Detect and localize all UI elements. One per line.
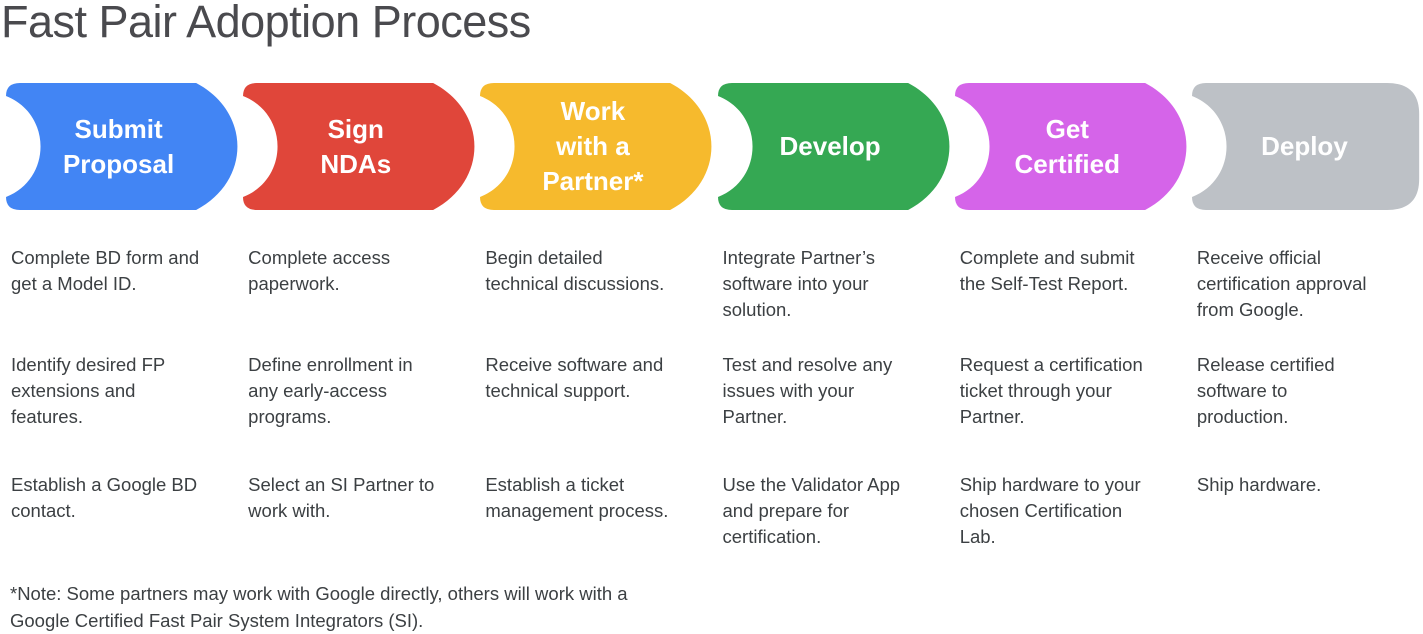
step-text: Complete and submit the Self-Test Report… — [959, 247, 1135, 294]
stage-steps: Complete BD form and get a Model ID. Iden… — [0, 245, 237, 524]
stage-label: Get Certified — [1014, 113, 1120, 179]
step-text: Establish a Google BD contact. — [11, 474, 198, 521]
stage-label: Deploy — [1261, 131, 1348, 161]
stage-shape — [6, 83, 238, 210]
step-text: Define enrollment in any early-access pr… — [248, 354, 413, 427]
step-text: Use the Validator App and prepare for ce… — [722, 474, 901, 547]
stage-shape — [480, 83, 712, 210]
stage-steps: Receive official certification approval … — [1186, 245, 1423, 498]
stage-shape — [717, 83, 949, 210]
stage-shape — [243, 83, 475, 210]
stage-label: Submit Proposal — [62, 113, 175, 179]
stage-shape — [954, 83, 1187, 210]
step-text: Receive official certification approval … — [1196, 247, 1367, 320]
stage: Sign NDAs — [237, 83, 475, 210]
step-text: Integrate Partner’s software into your s… — [722, 247, 876, 320]
stage-steps: Integrate Partner’s software into your s… — [712, 245, 949, 550]
steps-band: Complete BD form and get a Model ID. Iden… — [0, 245, 1423, 550]
stage-label: Develop — [779, 131, 881, 161]
stage-shape — [1191, 83, 1420, 210]
step-text: Ship hardware to your chosen Certificati… — [959, 474, 1141, 547]
step-text: Begin detailed technical discussions. — [485, 247, 665, 294]
stage-steps: Complete access paperwork. Define enrollm… — [237, 245, 474, 524]
stage: Develop — [712, 83, 949, 210]
process-band: Submit Proposal Sign NDAs Work with a Part… — [0, 83, 1423, 210]
stage: Work with a Partner* — [474, 83, 712, 210]
step-text: Identify desired FP extensions and featu… — [11, 354, 166, 427]
stage-label: Sign NDAs — [320, 113, 392, 179]
stage-label: Work with a Partner* — [542, 96, 644, 196]
stage: Get Certified — [949, 83, 1187, 210]
stage-steps: Complete and submit the Self-Test Report… — [949, 245, 1186, 550]
step-text: Request a certification ticket through y… — [959, 354, 1143, 427]
page-title: Fast Pair Adoption Process — [1, 0, 531, 47]
stage: Submit Proposal — [0, 83, 238, 210]
step-text: Select an SI Partner to work with. — [248, 474, 435, 521]
footnote: *Note: Some partners may work with Googl… — [10, 583, 628, 631]
step-text: Test and resolve any issues with your Pa… — [722, 354, 893, 427]
step-text: Complete BD form and get a Model ID. — [11, 247, 200, 294]
stage-steps: Begin detailed technical discussions. Rec… — [474, 245, 711, 524]
step-text: Establish a ticket management process. — [485, 474, 669, 521]
stage: Deploy — [1186, 83, 1423, 210]
step-text: Complete access paperwork. — [248, 247, 391, 294]
step-text: Release certified software to production… — [1196, 354, 1335, 427]
step-text: Ship hardware. — [1196, 474, 1322, 495]
step-text: Receive software and technical support. — [485, 354, 664, 401]
